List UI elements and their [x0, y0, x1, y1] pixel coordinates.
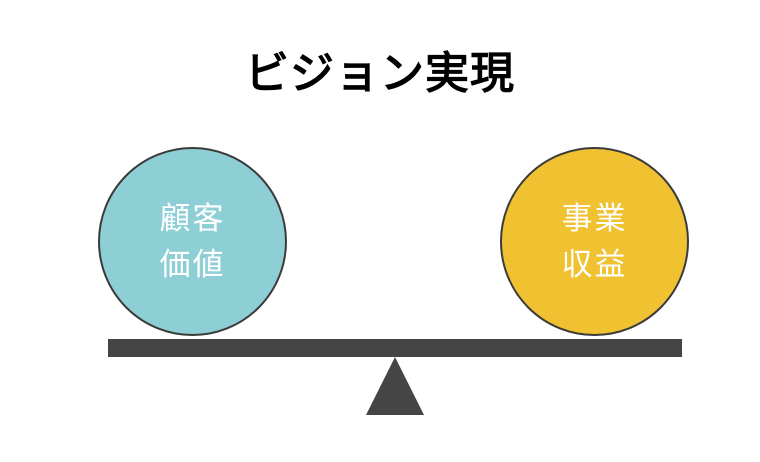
customer-value-label-line1: 顧客 — [159, 200, 226, 237]
seesaw-fulcrum-icon — [366, 357, 424, 415]
business-revenue-label-line2: 収益 — [561, 246, 628, 283]
customer-value-label-line2: 価値 — [159, 246, 226, 283]
business-revenue-label-line1: 事業 — [561, 200, 628, 237]
page-title: ビジョン実現 — [245, 48, 515, 99]
customer-value-circle: 顧客 価値 — [98, 147, 287, 336]
seesaw-beam — [108, 339, 682, 357]
business-revenue-circle: 事業 収益 — [500, 147, 689, 336]
